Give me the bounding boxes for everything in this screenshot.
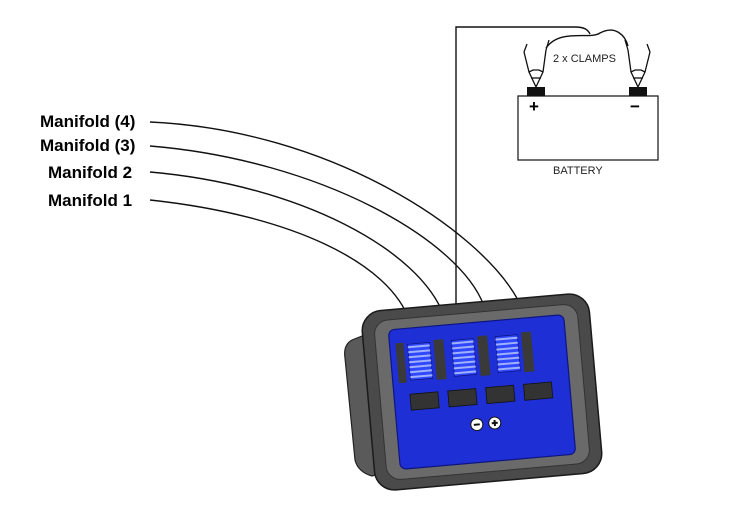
positive-clamp-icon	[523, 39, 550, 88]
manifold-1-wire	[149, 199, 411, 323]
manifold-1-label: Manifold 1	[48, 191, 132, 210]
plus-icon	[491, 419, 498, 427]
battery: + − BATTERY	[517, 87, 659, 177]
manifold-3-wire	[149, 145, 485, 307]
display-window-1	[409, 391, 440, 411]
display-window-2	[447, 388, 478, 408]
minus-button[interactable]	[470, 418, 484, 432]
negative-clamp-icon	[624, 39, 651, 88]
negative-sign: −	[630, 97, 640, 116]
plus-button[interactable]	[488, 416, 502, 430]
manifold-3-label: Manifold (3)	[40, 136, 135, 155]
minus-icon	[473, 423, 480, 426]
controller-device	[344, 293, 603, 491]
gauge-1	[407, 339, 447, 381]
clamps-label: 2 x CLAMPS	[553, 53, 616, 65]
manifold-2-wire	[149, 171, 445, 317]
clamp-cable	[545, 29, 629, 49]
gauge-3	[494, 331, 535, 373]
manifold-4-label: Manifold (4)	[40, 112, 135, 131]
display-window-4	[523, 381, 554, 401]
gauge-0	[395, 342, 407, 384]
battery-body	[517, 95, 659, 161]
power-cable	[455, 26, 591, 318]
gauge-2	[450, 335, 491, 377]
display-window-3	[485, 384, 516, 405]
battery-label: BATTERY	[553, 165, 603, 177]
positive-terminal	[527, 87, 545, 96]
positive-sign: +	[529, 97, 539, 116]
manifold-2-label: Manifold 2	[48, 163, 132, 182]
negative-terminal	[629, 87, 647, 96]
manifold-4-wire	[149, 121, 519, 301]
